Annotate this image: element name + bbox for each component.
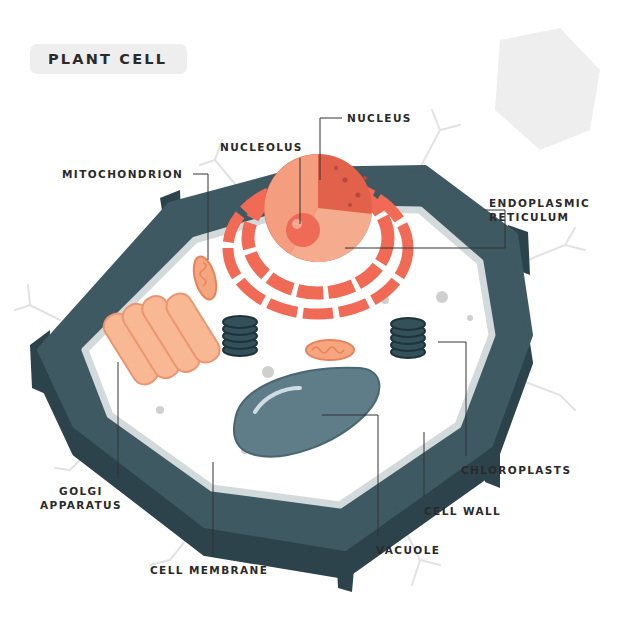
part-label: ENDOPLASMIC RETICULUM <box>489 196 614 224</box>
nucleus <box>264 154 372 262</box>
part-label: CELL WALL <box>424 504 501 518</box>
chloroplasts <box>223 316 425 358</box>
part-label: NUCLEOLUS <box>220 140 303 154</box>
veins <box>15 110 585 585</box>
part-label: GOLGI APPARATUS <box>33 484 129 512</box>
background-cell <box>495 28 600 150</box>
diagram-title: PLANT CELL <box>30 44 187 74</box>
part-label: CHLOROPLASTS <box>461 463 571 477</box>
part-label: MITOCHONDRION <box>62 167 183 181</box>
part-label: VACUOLE <box>376 543 440 557</box>
part-label: NUCLEUS <box>347 111 412 125</box>
part-label: CELL MEMBRANE <box>150 563 268 577</box>
leader-lines <box>118 118 505 556</box>
vacuole <box>234 368 379 457</box>
